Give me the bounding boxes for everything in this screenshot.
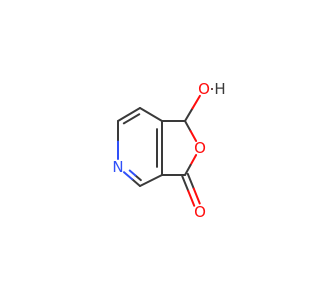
bond-c3-o_carbonyl-line-a-half-b	[187, 189, 196, 207]
bond-c3-o_carbonyl-line-b-half-b	[192, 187, 201, 205]
bond-c1-o_hydroxyl-half-b	[191, 94, 201, 110]
bonds-layer	[117, 88, 213, 207]
bond-c3a-c4	[139, 174, 163, 187]
bond-c1-o_ring-half-a	[184, 120, 192, 132]
bond-c1-o_hydroxyl-half-a	[184, 107, 194, 122]
bond-c3-o_carbonyl-line-a-half-a	[181, 175, 190, 192]
atom-label-o_carbonyl: O	[194, 203, 206, 221]
bond-c6-c7b-outer	[117, 107, 141, 122]
bond-o_ring-c3-half-a	[189, 153, 198, 166]
diagram-background	[0, 0, 300, 300]
bond-c6-c7b-inner	[122, 113, 141, 125]
bond-c7b-c7	[139, 107, 163, 122]
bond-c4-n5-inner-half-b	[128, 169, 137, 177]
bond-c4-n5-inner-half-a	[134, 174, 142, 182]
atom-label-h_hydroxyl: H	[214, 80, 225, 98]
atom-label-o_hydroxyl: O	[198, 80, 210, 98]
bond-c4-n5-outer-half-a	[131, 178, 141, 187]
bond-c4-n5-outer-half-b	[123, 171, 134, 181]
bond-o_ring-c3-half-b	[184, 164, 192, 176]
bond-c3-o_carbonyl-line-b-half-a	[186, 172, 195, 190]
bond-c1-o_ring-half-b	[189, 130, 198, 143]
atom-label-n5: N	[112, 158, 123, 176]
atom-label-o_ring: O	[194, 139, 206, 157]
